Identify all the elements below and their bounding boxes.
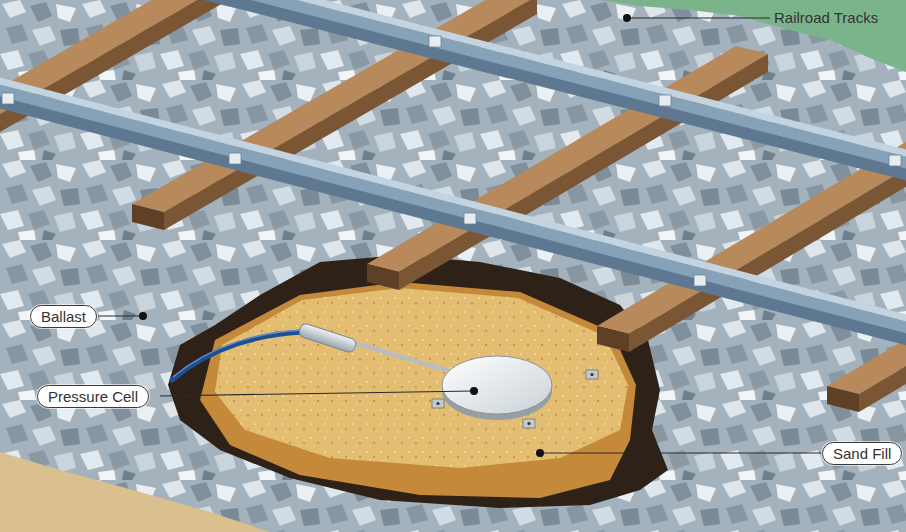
leader-dot [623, 14, 631, 22]
tie-top [827, 166, 906, 394]
mounting-bolt [590, 373, 593, 376]
transducer-tube [355, 343, 452, 372]
rail-side [0, 0, 906, 172]
mounting-bolt [527, 422, 530, 425]
callout-text: Ballast [41, 306, 86, 327]
leader-dot [536, 449, 544, 457]
leader-line [627, 17, 770, 18]
tie-plate [464, 213, 476, 224]
tie-end [367, 264, 399, 290]
tie-plate [889, 155, 901, 166]
rail-base [0, 0, 906, 184]
tie-plates [2, 36, 901, 286]
tie-plate [694, 275, 706, 286]
pressure-cell-plate [442, 356, 552, 414]
callout-pill: Pressure Cell [37, 385, 149, 408]
tie-plate [659, 95, 671, 106]
pressure-transducer [298, 322, 357, 353]
callout-pill: Sand Fill [822, 442, 902, 465]
tie-end [132, 204, 164, 230]
leader-dots [139, 14, 631, 457]
sand-fill-top [215, 288, 628, 468]
sand-fill-body [200, 282, 636, 498]
leader-line [540, 452, 822, 453]
leader-line [160, 391, 474, 396]
tie-end [597, 326, 629, 352]
sand-texture [215, 288, 628, 468]
tie-plate [2, 93, 14, 104]
leader-dot [470, 387, 478, 395]
rail-side [0, 82, 906, 337]
ground-area [0, 452, 270, 532]
mounting-tab [523, 419, 535, 428]
mounting-bolt [436, 402, 439, 405]
tie-plate [229, 153, 241, 164]
railroad-ties [0, 0, 906, 412]
leader-dot [139, 312, 147, 320]
cutaway-hole [168, 255, 668, 508]
leader-line [98, 315, 143, 316]
part-label: Railroad Tracks [774, 8, 878, 28]
tie-side [859, 174, 906, 412]
cable-highlight [173, 330, 302, 377]
callout-pill: Ballast [30, 305, 97, 328]
callout-text: Pressure Cell [48, 386, 138, 407]
rails [0, 0, 906, 349]
rail-head [0, 75, 906, 325]
signal-cable [172, 332, 302, 380]
leader-lines [98, 18, 822, 453]
tie-end [827, 386, 859, 412]
mounting-tab [432, 399, 444, 408]
mounting-tab [586, 370, 598, 379]
tie-plate [429, 36, 441, 47]
callout-text: Sand Fill [833, 443, 891, 464]
